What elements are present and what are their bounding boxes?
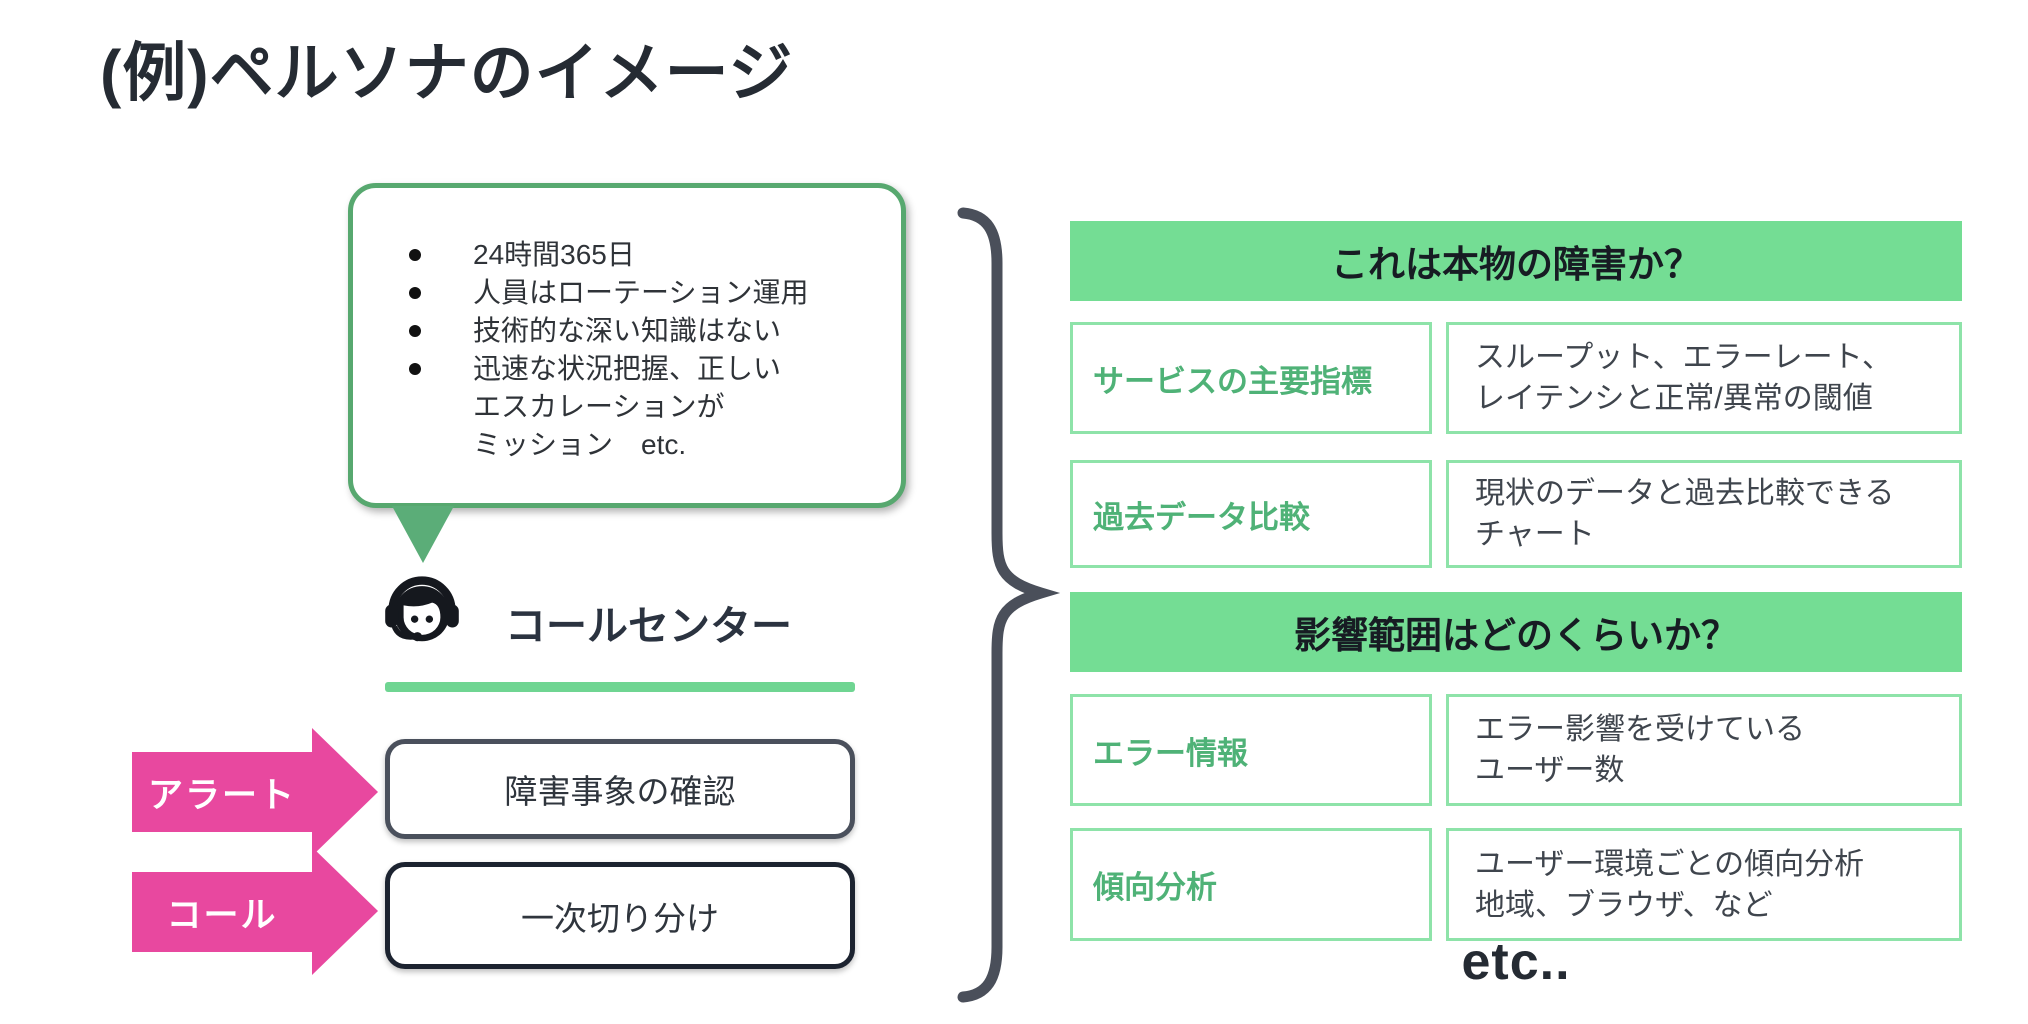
persona-speech-bubble: 24時間365日 人員はローテーション運用 技術的な深い知識はない 迅速な状況把… <box>348 183 906 508</box>
step-label: 障害事象の確認 <box>504 773 736 810</box>
step-label: 一次切り分け <box>521 899 719 937</box>
arrow-head-icon <box>312 847 378 975</box>
bullet-dot-icon <box>409 325 421 337</box>
bullet-dot-icon <box>409 249 421 261</box>
arrow-label: アラート <box>132 752 312 832</box>
bubble-bullet-item: 迅速な状況把握、正しい エスカレーションが ミッション etc. <box>409 350 881 464</box>
bullet-dot-icon <box>409 363 421 375</box>
row-label-key-metrics: サービスの主要指標 <box>1070 322 1432 434</box>
row-label-trend-analysis: 傾向分析 <box>1070 828 1432 941</box>
bubble-bullet-item: 人員はローテーション運用 <box>409 274 881 312</box>
bubble-bullet-item: 技術的な深い知識はない <box>409 312 881 350</box>
bullet-dot-icon <box>409 287 421 299</box>
section-header-real-failure: これは本物の障害か？ <box>1070 221 1962 301</box>
call-center-icon <box>385 576 459 642</box>
bubble-item-text: 24時間365日 <box>473 239 635 270</box>
row-desc-historical-comparison: 現状のデータと過去比較できる チャート <box>1446 460 1962 568</box>
questions-table: これは本物の障害か？ サービスの主要指標 スループット、エラーレート、 レイテン… <box>1070 221 1962 967</box>
persona-name-label: コールセンター <box>505 603 792 649</box>
step-box-confirm-incident: 障害事象の確認 <box>385 739 855 839</box>
arrow-label: コール <box>132 872 312 952</box>
arrow-head-icon <box>312 728 378 856</box>
step-box-first-triage: 一次切り分け <box>385 862 855 969</box>
section-header-impact-scope: 影響範囲はどのくらいか？ <box>1070 592 1962 672</box>
row-desc-trend-analysis: ユーザー環境ごとの傾向分析 地域、ブラウザ、など <box>1446 828 1962 941</box>
row-desc-key-metrics: スループット、エラーレート、 レイテンシと正常/異常の閾値 <box>1446 322 1962 434</box>
bubble-bullet-item: 24時間365日 <box>409 236 881 274</box>
bubble-item-text: 迅速な状況把握、正しい エスカレーションが ミッション etc. <box>473 353 782 460</box>
page-title: (例)ペルソナのイメージ <box>100 37 794 109</box>
bubble-item-text: 技術的な深い知識はない <box>473 315 782 346</box>
row-desc-error-info: エラー影響を受けている ユーザー数 <box>1446 694 1962 806</box>
speech-bubble-tail <box>392 506 454 563</box>
row-label-error-info: エラー情報 <box>1070 694 1432 806</box>
row-label-historical-comparison: 過去データ比較 <box>1070 460 1432 568</box>
green-underline-divider <box>385 682 855 692</box>
etc-footer-label: etc.. <box>1461 933 1571 991</box>
bubble-item-text: 人員はローテーション運用 <box>473 277 809 308</box>
curly-brace <box>957 207 1061 1003</box>
